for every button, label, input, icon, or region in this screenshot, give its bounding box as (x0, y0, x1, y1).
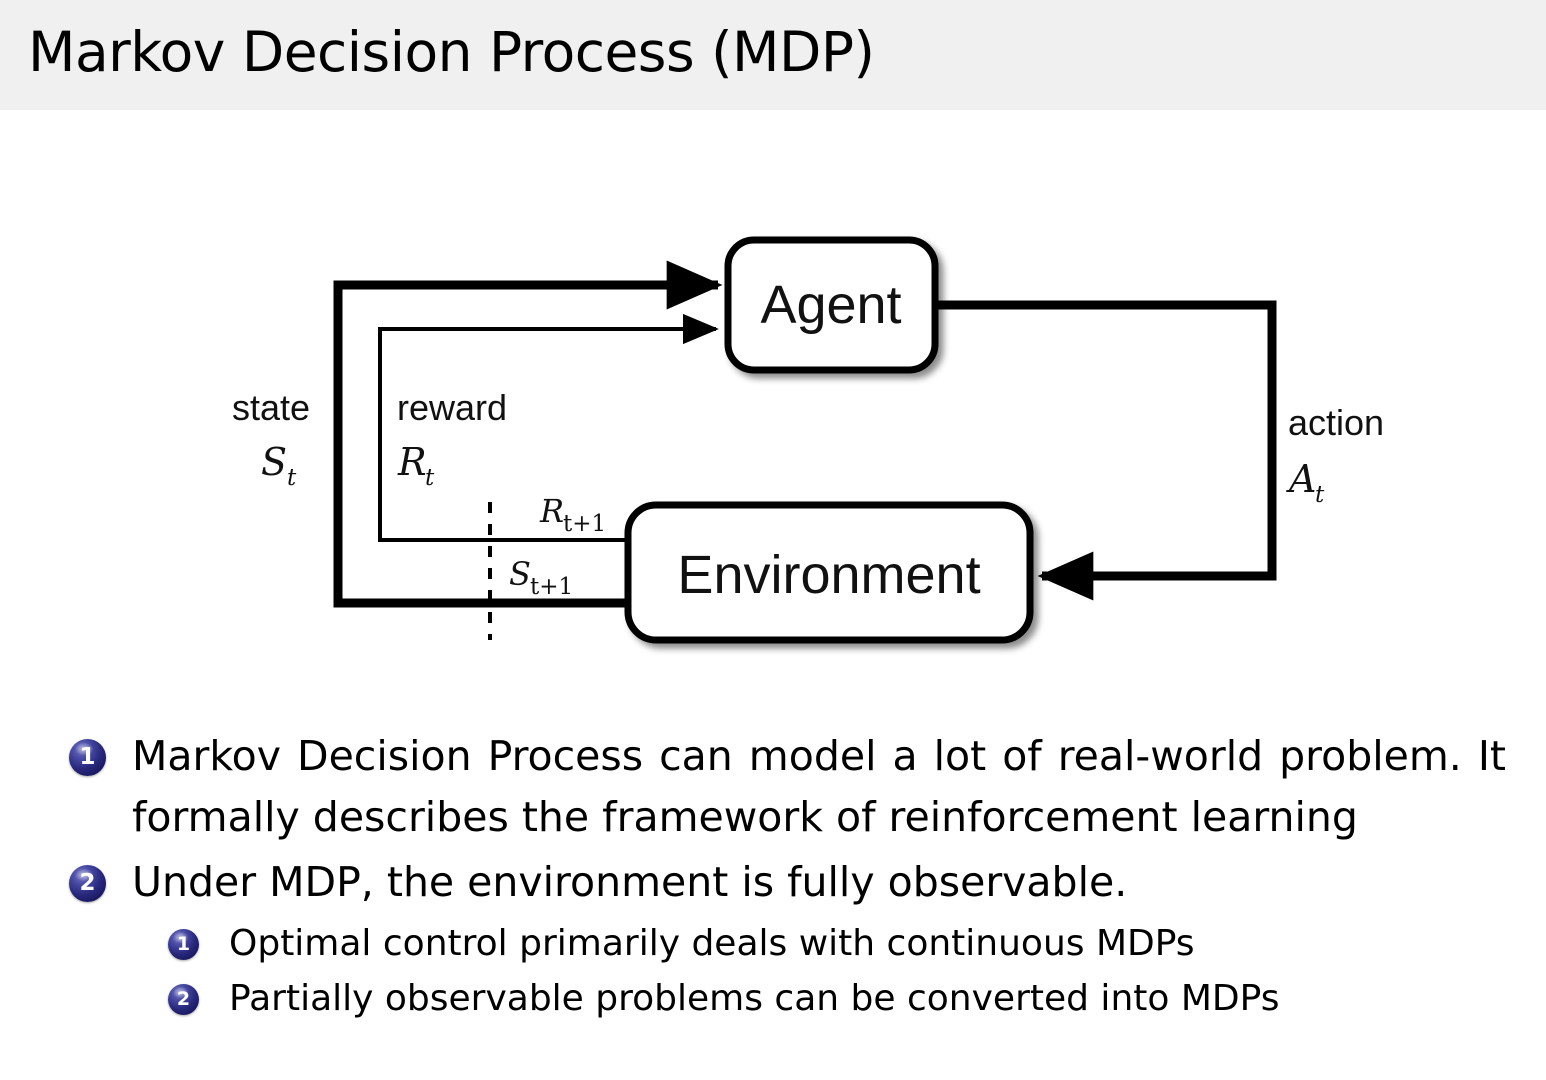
content-bullet-list: 1 Markov Decision Process can model a lo… (0, 726, 1546, 1027)
sub-list-item: 1 Optimal control primarily deals with c… (0, 917, 1546, 971)
enumerate-marker-1: 1 (69, 739, 106, 776)
action-edge-path (935, 300, 1277, 601)
sub-list-item: 2 Partially observable problems can be c… (0, 972, 1546, 1026)
sub-bullet-list: 1 Optimal control primarily deals with c… (0, 917, 1546, 1026)
slide-header-band: Markov Decision Process (MDP) (0, 0, 1546, 110)
state-symbol-subscript: t (287, 465, 297, 491)
state-symbol-label: S (261, 440, 287, 484)
reward-edge-label: reward R t (397, 387, 507, 491)
agent-environment-loop-diagram: Environment Agent state S t reward R t a… (232, 236, 1384, 644)
next-reward-symbol: R (539, 492, 564, 530)
reward-word-label: reward (397, 387, 507, 428)
reward-edge-path (378, 313, 719, 542)
state-edge-path (333, 260, 723, 608)
state-edge-label: state S t (232, 387, 310, 491)
sub-enumerate-marker-2: 2 (168, 984, 199, 1015)
sub-enumerate-marker-1: 1 (168, 929, 199, 960)
reward-symbol-subscript: t (425, 465, 435, 491)
next-state-subscript: t+1 (530, 574, 573, 600)
enumerate-marker-2: 2 (69, 865, 106, 902)
state-word-label: state (232, 387, 310, 428)
mdp-diagram-region: Environment Agent state S t reward R t a… (0, 110, 1546, 720)
list-item-text: Under MDP, the environment is fully obse… (132, 858, 1128, 906)
list-item-text: Markov Decision Process can model a lot … (132, 732, 1506, 841)
reward-symbol-label: R (397, 440, 427, 484)
sub-list-item-text: Optimal control primarily deals with con… (229, 923, 1195, 964)
agent-label: Agent (760, 275, 901, 335)
next-state-symbol: S (509, 555, 531, 593)
list-item: 1 Markov Decision Process can model a lo… (0, 726, 1546, 848)
action-word-label: action (1288, 402, 1384, 443)
agent-node: Agent (724, 236, 939, 374)
next-state-label: S t+1 (509, 555, 573, 600)
agent-box (724, 236, 939, 374)
next-reward-subscript: t+1 (563, 511, 606, 537)
list-item: 2 Under MDP, the environment is fully ob… (0, 852, 1546, 913)
page-title: Markov Decision Process (MDP) (28, 20, 875, 84)
environment-label: Environment (677, 545, 980, 605)
action-symbol-label: A (1286, 457, 1316, 501)
action-edge-label: action A t (1286, 402, 1384, 508)
sub-list-item-text: Partially observable problems can be con… (229, 978, 1280, 1019)
next-reward-label: R t+1 (539, 492, 606, 537)
environment-node: Environment (624, 501, 1034, 644)
action-symbol-subscript: t (1315, 482, 1325, 508)
environment-box (624, 501, 1034, 644)
